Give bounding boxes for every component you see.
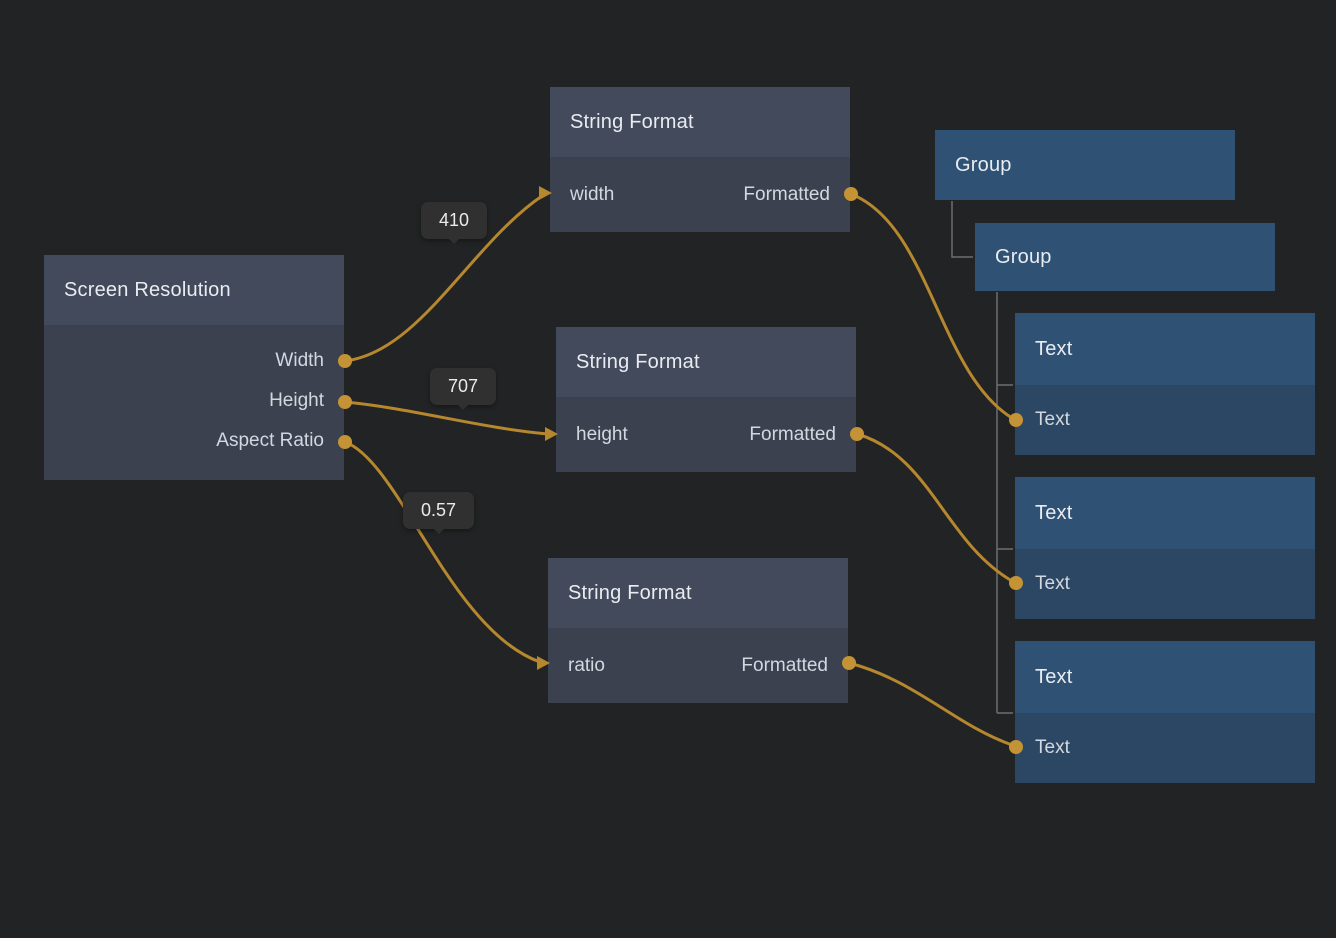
wire-value-badge-width: 410: [421, 202, 488, 239]
node-body: Width Height Aspect Ratio: [44, 325, 344, 480]
node-body: Text: [1015, 385, 1315, 455]
input-port-label: height: [576, 423, 628, 445]
input-port-label: Text: [1035, 573, 1070, 594]
node-body: width Formatted: [550, 157, 850, 232]
node-string-format-width[interactable]: String Format width Formatted: [550, 87, 850, 232]
node-title: Text: [1015, 641, 1315, 713]
node-body: Text: [1015, 713, 1315, 783]
node-body: height Formatted: [556, 397, 856, 472]
output-port-label: Formatted: [749, 423, 836, 445]
node-string-format-height[interactable]: String Format height Formatted: [556, 327, 856, 472]
output-port-label: Aspect Ratio: [216, 430, 324, 451]
output-row-height: Height: [44, 381, 344, 421]
output-port-label: Width: [275, 350, 324, 371]
node-title: String Format: [550, 87, 850, 157]
wire-ratio-to-string-format: [343, 440, 542, 664]
node-group-inner[interactable]: Group: [975, 223, 1275, 291]
node-title: Text: [1015, 313, 1315, 385]
node-body: Text: [1015, 549, 1315, 619]
node-screen-resolution[interactable]: Screen Resolution Width Height Aspect Ra…: [44, 255, 344, 480]
node-text-2[interactable]: Text Text: [1015, 477, 1315, 619]
output-row-width: Width: [44, 341, 344, 381]
node-string-format-ratio[interactable]: String Format ratio Formatted: [548, 558, 848, 703]
wire-value-badge-ratio: 0.57: [403, 492, 475, 529]
node-title: Screen Resolution: [44, 255, 344, 325]
output-port-label: Formatted: [741, 654, 828, 676]
node-body: ratio Formatted: [548, 628, 848, 703]
node-title: Text: [1015, 477, 1315, 549]
node-text-1[interactable]: Text Text: [1015, 313, 1315, 455]
input-port-label: Text: [1035, 737, 1070, 758]
hierarchy-line-group: [951, 201, 973, 258]
node-group-outer[interactable]: Group: [935, 130, 1235, 200]
output-port-label: Height: [269, 390, 324, 411]
node-title: Group: [935, 130, 1235, 200]
wire-formatted-to-text-3: [847, 661, 1014, 747]
wire-height-to-string-format: [343, 400, 550, 436]
node-text-3[interactable]: Text Text: [1015, 641, 1315, 783]
output-port-label: Formatted: [743, 183, 830, 205]
input-port-label: ratio: [568, 654, 605, 676]
wire-value-badge-height: 707: [430, 368, 497, 405]
input-port-label: Text: [1035, 409, 1070, 430]
output-row-aspect-ratio: Aspect Ratio: [44, 421, 344, 461]
wire-formatted-to-text-2: [855, 432, 1014, 583]
node-title: Group: [975, 223, 1275, 291]
input-port-label: width: [570, 183, 615, 205]
node-title: String Format: [548, 558, 848, 628]
node-title: String Format: [556, 327, 856, 397]
